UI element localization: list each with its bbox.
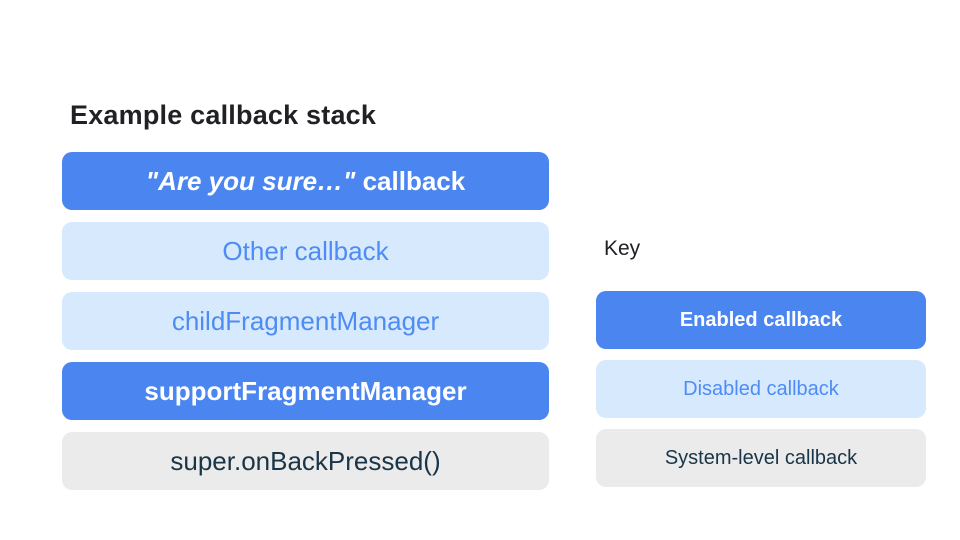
key-item-system-level-callback: System-level callback xyxy=(596,429,926,487)
key-item-label: Enabled callback xyxy=(679,309,843,331)
stack-item-are-you-sure-callback: "Are you sure…" callback xyxy=(62,152,549,210)
key-item-enabled-callback: Enabled callback xyxy=(596,291,926,349)
stack-item-label: childFragmentManager xyxy=(171,306,440,336)
stack-item-label: supportFragmentManager xyxy=(144,376,467,406)
stack-item-label-quoted: "Are you sure…" xyxy=(145,166,356,196)
key-item-disabled-callback: Disabled callback xyxy=(596,360,926,418)
key-legend: Enabled callback Disabled callback Syste… xyxy=(596,291,926,487)
stack-item-label: Other callback xyxy=(222,236,389,266)
key-item-label: System-level callback xyxy=(664,447,858,469)
stack-item-label: super.onBackPressed() xyxy=(170,446,441,476)
stack-item-support-fragment-manager: supportFragmentManager xyxy=(62,362,549,420)
stack-item-other-callback: Other callback xyxy=(62,222,549,280)
key-title: Key xyxy=(604,237,641,260)
callback-stack: "Are you sure…" callback Other callback … xyxy=(62,152,549,490)
stack-item-label: "Are you sure…" callback xyxy=(146,168,465,194)
key-item-label: Disabled callback xyxy=(683,378,839,400)
stack-item-child-fragment-manager: childFragmentManager xyxy=(62,292,549,350)
stack-item-label-rest: callback xyxy=(355,166,466,196)
stack-item-super-onbackpressed: super.onBackPressed() xyxy=(62,432,549,490)
diagram-title: Example callback stack xyxy=(70,100,377,130)
